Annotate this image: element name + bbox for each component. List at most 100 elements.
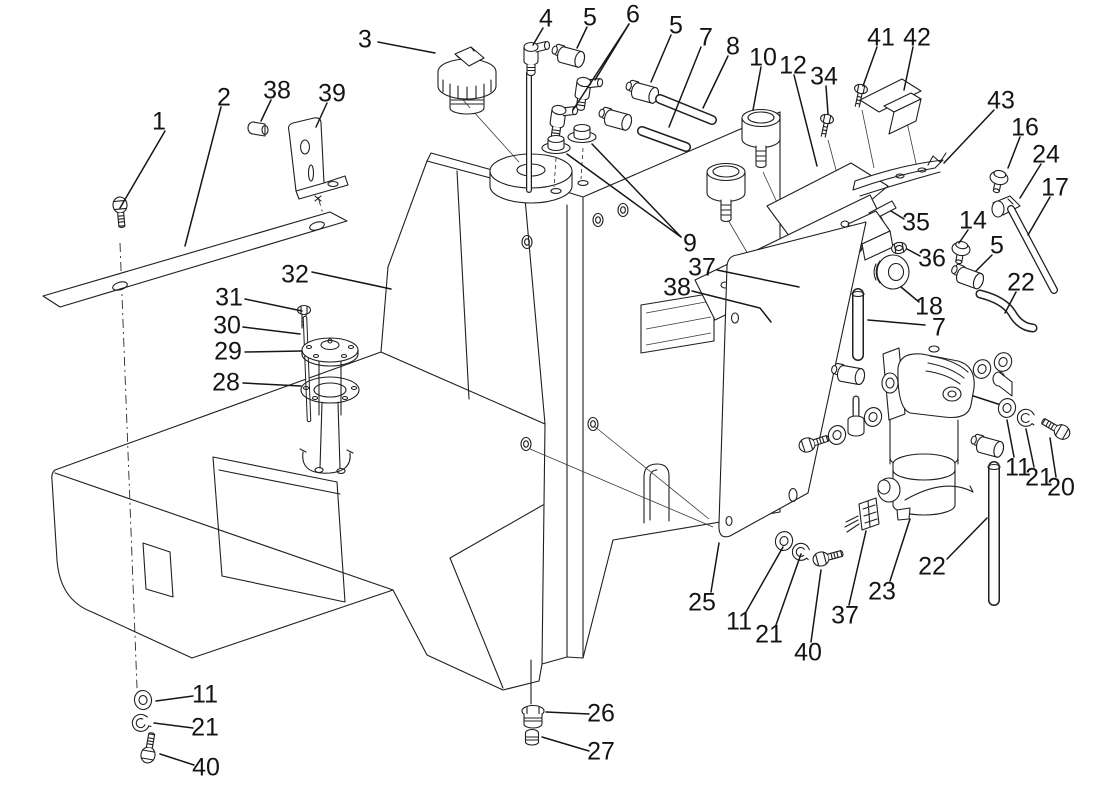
grommet-part-9b xyxy=(567,123,597,144)
leader-line xyxy=(793,74,818,167)
washer-part-11c xyxy=(132,688,154,712)
part-number-label: 10 xyxy=(749,44,777,72)
callout-part-38: 38 xyxy=(260,77,291,122)
callout-part-35: 35 xyxy=(890,209,930,237)
callout-part-4: 4 xyxy=(532,5,553,46)
tank-vent-lines xyxy=(645,300,712,346)
screw-part-41 xyxy=(850,82,869,109)
tank-outline xyxy=(51,111,781,691)
part-number-label: 38 xyxy=(263,77,291,105)
part-number-label: 17 xyxy=(1041,174,1069,202)
leader-line xyxy=(745,546,784,613)
bolt-part-40 xyxy=(810,545,846,569)
leader-line xyxy=(576,26,588,49)
callout-part-21: 21 xyxy=(755,553,802,649)
part-number-label: 37 xyxy=(688,254,716,282)
leader-line xyxy=(1007,136,1021,169)
leader-line xyxy=(946,517,988,560)
hose-clamp xyxy=(596,105,634,132)
callout-part-23: 23 xyxy=(868,518,911,606)
callout-part-27: 27 xyxy=(541,736,615,766)
leader-line xyxy=(119,130,166,209)
callout-part-6: 6 xyxy=(572,1,640,111)
part-number-label: 5 xyxy=(669,12,683,40)
callout-part-40: 40 xyxy=(159,753,220,782)
fuel-cap-part-3 xyxy=(437,46,497,115)
leader-line xyxy=(242,382,302,387)
drain-plug-part-27 xyxy=(524,728,540,746)
part-number-label: 5 xyxy=(583,4,597,32)
part-number-label: 22 xyxy=(918,553,946,581)
leader-line xyxy=(691,290,772,323)
sender-flange-part-29 xyxy=(301,337,359,367)
filter-head xyxy=(881,345,975,421)
callout-part-26: 26 xyxy=(545,700,615,728)
callout-part-39: 39 xyxy=(315,80,346,128)
hose-part-22 xyxy=(975,289,1038,333)
callout-part-14: 14 xyxy=(958,207,987,244)
o-ring xyxy=(861,404,885,430)
part-number-label: 43 xyxy=(987,87,1015,115)
elbow-fitting-part-6 xyxy=(572,75,604,114)
e-ring-part-21b xyxy=(789,540,813,563)
wire-connector-part-37b xyxy=(844,497,880,533)
fitting-part-14 xyxy=(949,239,972,266)
callout-part-21: 21 xyxy=(1025,428,1053,492)
outlet-fitting xyxy=(992,371,1013,397)
callout-part-17: 17 xyxy=(1027,174,1069,236)
drain-fitting-part-26 xyxy=(521,704,545,729)
tank-deck-edges xyxy=(54,472,544,705)
part-number-label: 9 xyxy=(683,230,697,258)
cover-panel-part-25 xyxy=(718,221,867,538)
callout-part-37: 37 xyxy=(688,254,800,288)
part-number-label: 32 xyxy=(281,261,309,289)
part-number-label: 14 xyxy=(959,207,987,235)
callout-part-3: 3 xyxy=(358,26,436,54)
leader-line xyxy=(242,326,301,335)
callout-part-9: 9 xyxy=(566,143,697,258)
callout-part-5: 5 xyxy=(650,12,683,83)
part-number-label: 36 xyxy=(918,245,946,273)
tube-part-22b xyxy=(987,461,1001,606)
part-number-label: 40 xyxy=(794,639,822,667)
part-number-label: 34 xyxy=(810,63,838,91)
hose-clamp-part-5 xyxy=(549,42,587,69)
e-ring-part-21 xyxy=(1015,407,1037,429)
washer-part-11 xyxy=(995,396,1019,420)
part-number-label: 20 xyxy=(1047,474,1075,502)
callout-part-31: 31 xyxy=(215,284,303,312)
leader-line xyxy=(906,248,921,257)
part-number-label: 22 xyxy=(1007,269,1035,297)
callout-part-2: 2 xyxy=(184,84,231,247)
bolt-part-20 xyxy=(1038,414,1073,443)
part-number-label: 2 xyxy=(217,84,231,112)
part-number-label: 3 xyxy=(358,26,372,54)
callout-part-28: 28 xyxy=(212,369,302,397)
hose-part-7b xyxy=(851,288,865,361)
leader-line xyxy=(943,109,995,164)
part-number-label: 21 xyxy=(755,621,783,649)
leader-line xyxy=(716,269,800,288)
tank-groove-lines xyxy=(541,197,584,665)
callout-part-11: 11 xyxy=(155,681,218,709)
part-number-label: 12 xyxy=(779,52,807,80)
part-number-label: 27 xyxy=(587,738,615,766)
part-number-label: 39 xyxy=(318,80,346,108)
leader-line xyxy=(810,569,822,643)
callout-part-21: 21 xyxy=(153,714,219,742)
part-number-label: 6 xyxy=(626,1,640,29)
filter-bowl xyxy=(877,419,959,521)
washer xyxy=(825,422,849,448)
leader-line xyxy=(260,99,272,122)
callout-part-38: 38 xyxy=(663,274,772,323)
grommet-part-9 xyxy=(541,134,571,155)
dipstick-part-4 xyxy=(523,40,551,193)
part-number-label: 16 xyxy=(1011,114,1039,142)
bolt-part-1 xyxy=(111,195,130,229)
callout-part-18: 18 xyxy=(900,286,943,321)
fuel-filter-assembly xyxy=(796,345,1073,606)
callout-part-10: 10 xyxy=(749,44,777,111)
sender-gasket-part-28 xyxy=(300,376,360,404)
part-number-label: 24 xyxy=(1032,141,1060,169)
